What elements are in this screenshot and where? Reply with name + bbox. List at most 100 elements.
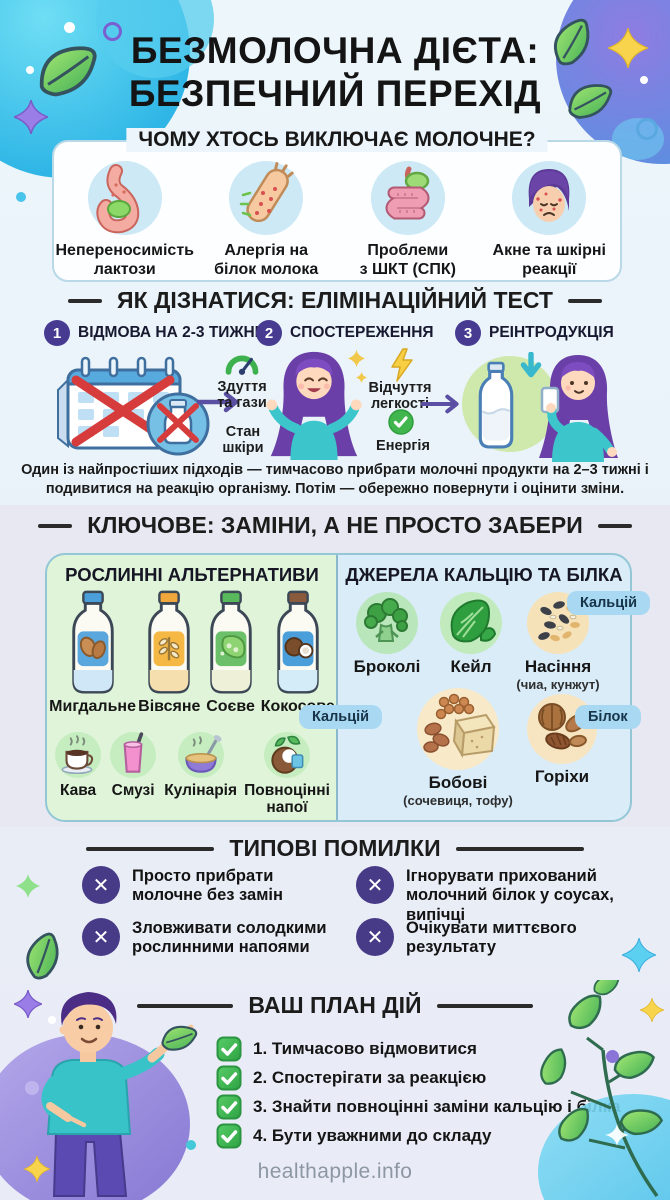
milk-uses-row: Кава Смузі Кулінарія Повноцінні напої	[47, 731, 337, 816]
step-3: 3 РЕІНТРОДУКЦІЯ	[455, 320, 614, 346]
source-label: Горіхи	[534, 767, 590, 786]
source-broccoli: Броколі	[348, 591, 426, 677]
leaves-cluster-illustration	[538, 980, 670, 1200]
use-smoothie: Смузі	[109, 731, 157, 799]
broccoli-icon	[356, 592, 418, 654]
purple-dot	[606, 1050, 619, 1063]
plan-text: 4. Бути уважними до складу	[253, 1126, 492, 1145]
key-heading: КЛЮЧОВЕ: ЗАМІНИ, А НЕ ПРОСТО ЗАБЕРИ	[87, 512, 583, 538]
heading-dash	[597, 523, 632, 528]
elimination-heading-row: ЯК ДІЗНАТИСЯ: ЕЛІМІНАЦІЙНИЙ ТЕСТ	[0, 287, 670, 314]
source-label: Бобові	[428, 773, 488, 792]
panel-divider	[336, 555, 338, 820]
reasons-grid: Непереносимість лактози Алергія на білок…	[54, 142, 620, 279]
mistake-text: Зловживати солодкими рослинними напоями	[132, 919, 327, 957]
x-circle-icon: ✕	[356, 918, 394, 956]
source-legumes: Бобові (сочевиця, тофу)	[396, 687, 520, 807]
heading-dash	[38, 523, 73, 528]
step-2: 2 СПОСТЕРЕЖЕННЯ	[256, 320, 434, 346]
x-circle-icon: ✕	[82, 918, 120, 956]
step-number-badge: 1	[44, 320, 70, 346]
yellow-sparkle-icon	[24, 1156, 50, 1182]
use-coffee: Кава	[54, 731, 102, 799]
teal-dot	[186, 1140, 196, 1150]
arrow-down-icon	[520, 352, 542, 378]
plan-heading: ВАШ ПЛАН ДІЙ	[248, 992, 422, 1018]
arm-rash-icon	[229, 161, 304, 235]
purple-sparkle-icon	[14, 990, 42, 1018]
blue-ring	[636, 118, 658, 140]
mistake-item: ✕ Просто прибрати молочне без замін	[82, 866, 332, 906]
leaf-icon	[553, 18, 590, 66]
observation-bloating: Здуття та гази	[217, 379, 267, 412]
mistake-item: ✕ Зловживати солодкими рослинними напоям…	[82, 918, 332, 958]
mistake-item: ✕ Очікувати миттєвого результату	[356, 918, 656, 958]
use-cooking: Кулінарія	[164, 731, 237, 799]
step-number-badge: 2	[256, 320, 282, 346]
milk-oat: Вівсяне	[138, 589, 200, 716]
reason-label: Непереносимість лактози	[55, 242, 195, 278]
plan-text: 1. Тимчасово відмовитися	[253, 1039, 477, 1058]
replacements-container: РОСЛИННІ АЛЬТЕРНАТИВИ Мигдальне Вівсяне …	[45, 553, 651, 822]
footer-site: healthapple.info	[257, 1160, 413, 1183]
milk-label: Вівсяне	[138, 698, 201, 715]
observation-energy: Енергія	[376, 438, 430, 454]
heading-dash	[567, 298, 602, 303]
cooking-icon	[177, 732, 224, 778]
key-heading-row: КЛЮЧОВЕ: ЗАМІНИ, А НЕ ПРОСТО ЗАБЕРИ	[0, 512, 670, 539]
smoothie-icon	[110, 732, 157, 778]
heading-dash	[68, 298, 103, 303]
face-acne-icon	[512, 161, 587, 235]
source-label: Насіння	[524, 657, 592, 676]
leaf-icon	[26, 932, 59, 980]
plan-heading-row: ВАШ ПЛАН ДІЙ	[0, 992, 670, 1019]
reasons-card: ЧОМУ ХТОСЬ ВИКЛЮЧАЄ МОЛОЧНЕ? Непереносим…	[52, 128, 622, 282]
stomach-icon	[87, 161, 162, 235]
legumes-tofu-icon	[417, 688, 499, 770]
step-label: ВІДМОВА НА 2-3 ТИЖНІ	[78, 324, 259, 341]
kale-icon	[440, 592, 502, 654]
milk-coconut: Кокосове	[261, 589, 335, 716]
soy-milk-bottle	[209, 590, 252, 694]
sources-panel-heading: ДЖЕРЕЛА КАЛЬЦІЮ ТА БІЛКА	[345, 564, 623, 585]
step-1: 1 ВІДМОВА НА 2-3 ТИЖНІ	[44, 320, 259, 346]
leaf-icon	[568, 84, 613, 119]
heading-dash	[86, 846, 215, 851]
man-pointing-illustration	[0, 992, 194, 1200]
protein-badge: Білок	[575, 705, 641, 729]
check-square-icon	[216, 1094, 242, 1120]
step-label: СПОСТЕРЕЖЕННЯ	[290, 324, 434, 341]
use-label: Кулінарія	[164, 782, 238, 799]
cyan-dot	[16, 192, 26, 202]
source-sublabel: (сочевиця, тофу)	[403, 792, 513, 808]
mistake-text: Ігнорувати прихований молочний білок у с…	[406, 867, 614, 924]
yellow-sparkle-icon	[348, 350, 365, 367]
plan-item: 2. Спостерігати за реакцією	[216, 1065, 486, 1091]
plan-text: 3. Знайти повноцінні заміни кальцію і бі…	[253, 1097, 621, 1116]
coconut-milk-bottle	[277, 590, 319, 694]
mistake-text: Очікувати миттєвого результату	[406, 919, 577, 957]
page-title-line2: БЕЗПЕЧНИЙ ПЕРЕХІД	[128, 72, 542, 114]
source-sublabel: (чиа, кунжут)	[516, 676, 600, 692]
source-label: Броколі	[353, 657, 421, 676]
yellow-sparkle-icon	[640, 998, 664, 1022]
leaf-icon	[161, 1025, 198, 1051]
observation-lightness: Відчуття легкості	[368, 380, 432, 413]
calcium-protein-panel: ДЖЕРЕЛА КАЛЬЦІЮ ТА БІЛКА Броколі Кейл На…	[338, 555, 630, 820]
plan-item: 3. Знайти повноцінні заміни кальцію і бі…	[216, 1094, 621, 1120]
intestines-icon	[370, 161, 445, 235]
almond-milk-bottle	[71, 590, 114, 694]
mistake-text: Просто прибрати молочне без замін	[132, 867, 283, 905]
white-dot	[640, 76, 648, 84]
observation-skin: Стан шкіри	[222, 424, 264, 457]
check-square-icon	[216, 1123, 242, 1149]
step-label: РЕІНТРОДУКЦІЯ	[489, 324, 614, 341]
source-label: Кейл	[450, 657, 492, 676]
calendar-no-dairy-illustration	[57, 356, 210, 456]
page-title: БЕЗМОЛОЧНА ДІЄТА: БЕЗПЕЧНИЙ ПЕРЕХІД	[0, 30, 670, 116]
calcium-badge: Кальцій	[299, 705, 383, 729]
milk-label: Соєве	[206, 698, 255, 715]
purple-sparkle-icon	[14, 100, 48, 134]
plan-item: 4. Бути уважними до складу	[216, 1123, 492, 1149]
